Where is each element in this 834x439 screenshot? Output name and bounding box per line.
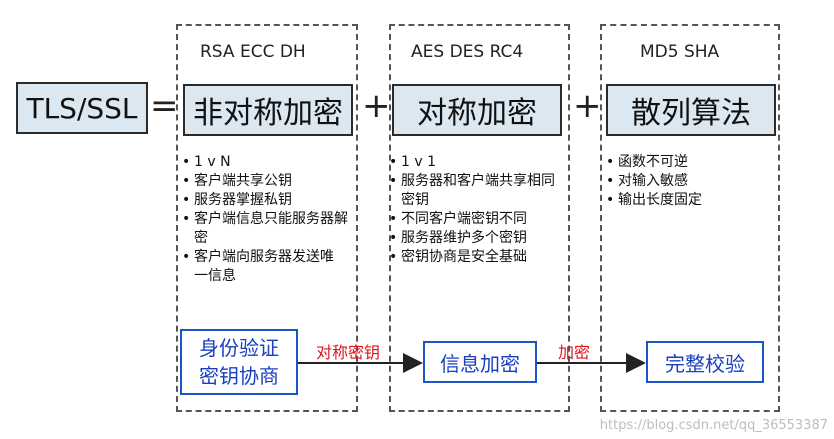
integrity-check-box: 完整校验	[646, 341, 764, 383]
hash-bullet-list: 函数不可逆 对输入敏感 输出长度固定	[606, 153, 776, 210]
list-item: 不同客户端密钥不同	[389, 210, 567, 229]
list-item: 函数不可逆	[606, 153, 776, 172]
list-item: 客户端向服务器发送唯一信息	[182, 248, 354, 286]
plus-sign-2: +	[573, 86, 602, 126]
list-item: 客户端共享公钥	[182, 172, 354, 191]
list-item: 服务器和客户端共享相同密钥	[389, 172, 567, 210]
column-hash	[600, 24, 780, 412]
tls-ssl-label: TLS/SSL	[26, 91, 138, 125]
arrow-label-symmetric-key: 对称密钥	[316, 343, 381, 362]
key-negotiation-text: 密钥协商	[199, 364, 279, 388]
equals-sign: =	[150, 86, 179, 126]
list-item: 1 v N	[182, 153, 354, 172]
list-item: 客户端信息只能服务器解密	[182, 210, 354, 248]
asymmetric-encryption-box: 非对称加密	[183, 84, 353, 136]
asymmetric-bullet-list: 1 v N 客户端共享公钥 服务器掌握私钥 客户端信息只能服务器解密 客户端向服…	[182, 153, 354, 286]
column-asymmetric	[176, 24, 358, 412]
list-item: 对输入敏感	[606, 172, 776, 191]
plus-sign-1: +	[362, 86, 391, 126]
list-item: 密钥协商是安全基础	[389, 248, 567, 267]
list-item: 输出长度固定	[606, 191, 776, 210]
column-asymmetric-top-label: RSA ECC DH	[200, 42, 306, 62]
hash-algorithm-box: 散列算法	[606, 84, 776, 136]
list-item: 1 v 1	[389, 153, 567, 172]
info-encryption-text: 信息加密	[440, 351, 520, 376]
arrow-label-encryption: 加密	[558, 343, 591, 362]
column-symmetric-top-label: AES DES RC4	[411, 42, 524, 62]
asymmetric-encryption-title: 非对称加密	[193, 96, 343, 131]
info-encryption-box: 信息加密	[423, 341, 537, 383]
hash-algorithm-title: 散列算法	[631, 96, 751, 131]
tls-ssl-box: TLS/SSL	[16, 82, 148, 134]
identity-key-box: 身份验证 密钥协商	[180, 329, 298, 395]
column-hash-top-label: MD5 SHA	[640, 42, 720, 62]
symmetric-encryption-title: 对称加密	[417, 96, 537, 131]
list-item: 服务器维护多个密钥	[389, 229, 567, 248]
integrity-check-text: 完整校验	[665, 351, 745, 376]
identity-verification-text: 身份验证	[199, 336, 279, 360]
symmetric-encryption-box: 对称加密	[392, 84, 562, 136]
watermark: https://blog.csdn.net/qq_36553387	[599, 418, 828, 433]
symmetric-bullet-list: 1 v 1 服务器和客户端共享相同密钥 不同客户端密钥不同 服务器维护多个密钥 …	[389, 153, 567, 267]
list-item: 服务器掌握私钥	[182, 191, 354, 210]
